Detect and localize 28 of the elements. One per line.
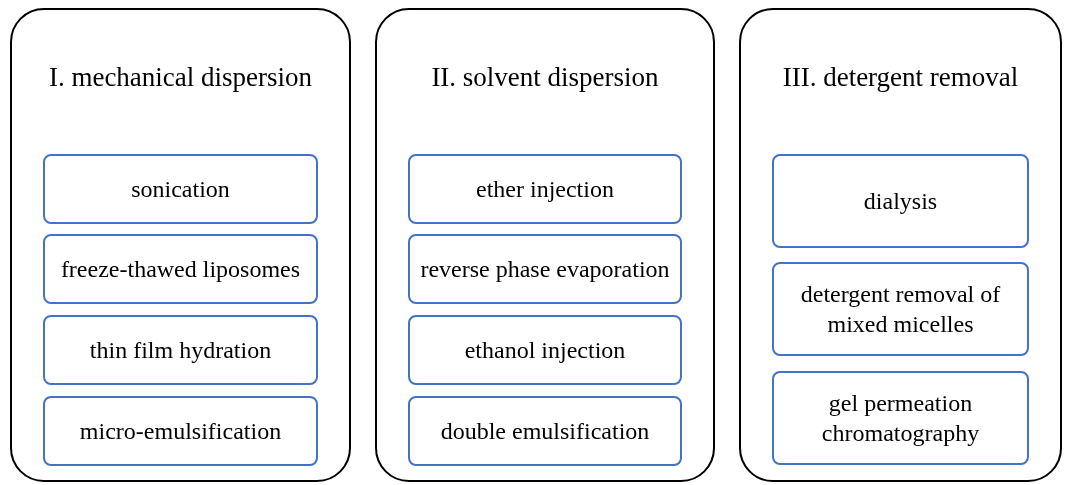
method-box [408, 396, 682, 466]
method-label: double emulsification [440, 417, 650, 446]
method-label: sonication [131, 175, 230, 204]
method-box [408, 315, 682, 385]
method-box [408, 234, 682, 304]
category-panel [10, 8, 351, 482]
method-box [43, 396, 318, 466]
method-label: ether injection [476, 175, 614, 204]
method-box [772, 371, 1029, 465]
method-label: detergent removal of mixed micelles [799, 280, 1002, 339]
panel-title: I. mechanical dispersion [47, 62, 314, 93]
method-box [43, 315, 318, 385]
method-label: freeze-thawed liposomes [60, 255, 301, 284]
method-label: gel permeation chromatography [820, 389, 981, 448]
panel-title: II. solvent dispersion [430, 62, 660, 93]
method-box [772, 262, 1029, 356]
category-panel [375, 8, 715, 482]
method-box [408, 154, 682, 224]
panel-title: III. detergent removal [781, 62, 1020, 93]
method-box [772, 154, 1029, 248]
method-label: thin film hydration [89, 336, 272, 365]
method-box [43, 234, 318, 304]
method-box [43, 154, 318, 224]
method-label: micro-emulsification [79, 417, 282, 446]
method-label: dialysis [863, 187, 938, 216]
category-panel [739, 8, 1062, 482]
method-label: reverse phase evaporation [420, 255, 670, 284]
method-label: ethanol injection [464, 336, 626, 365]
